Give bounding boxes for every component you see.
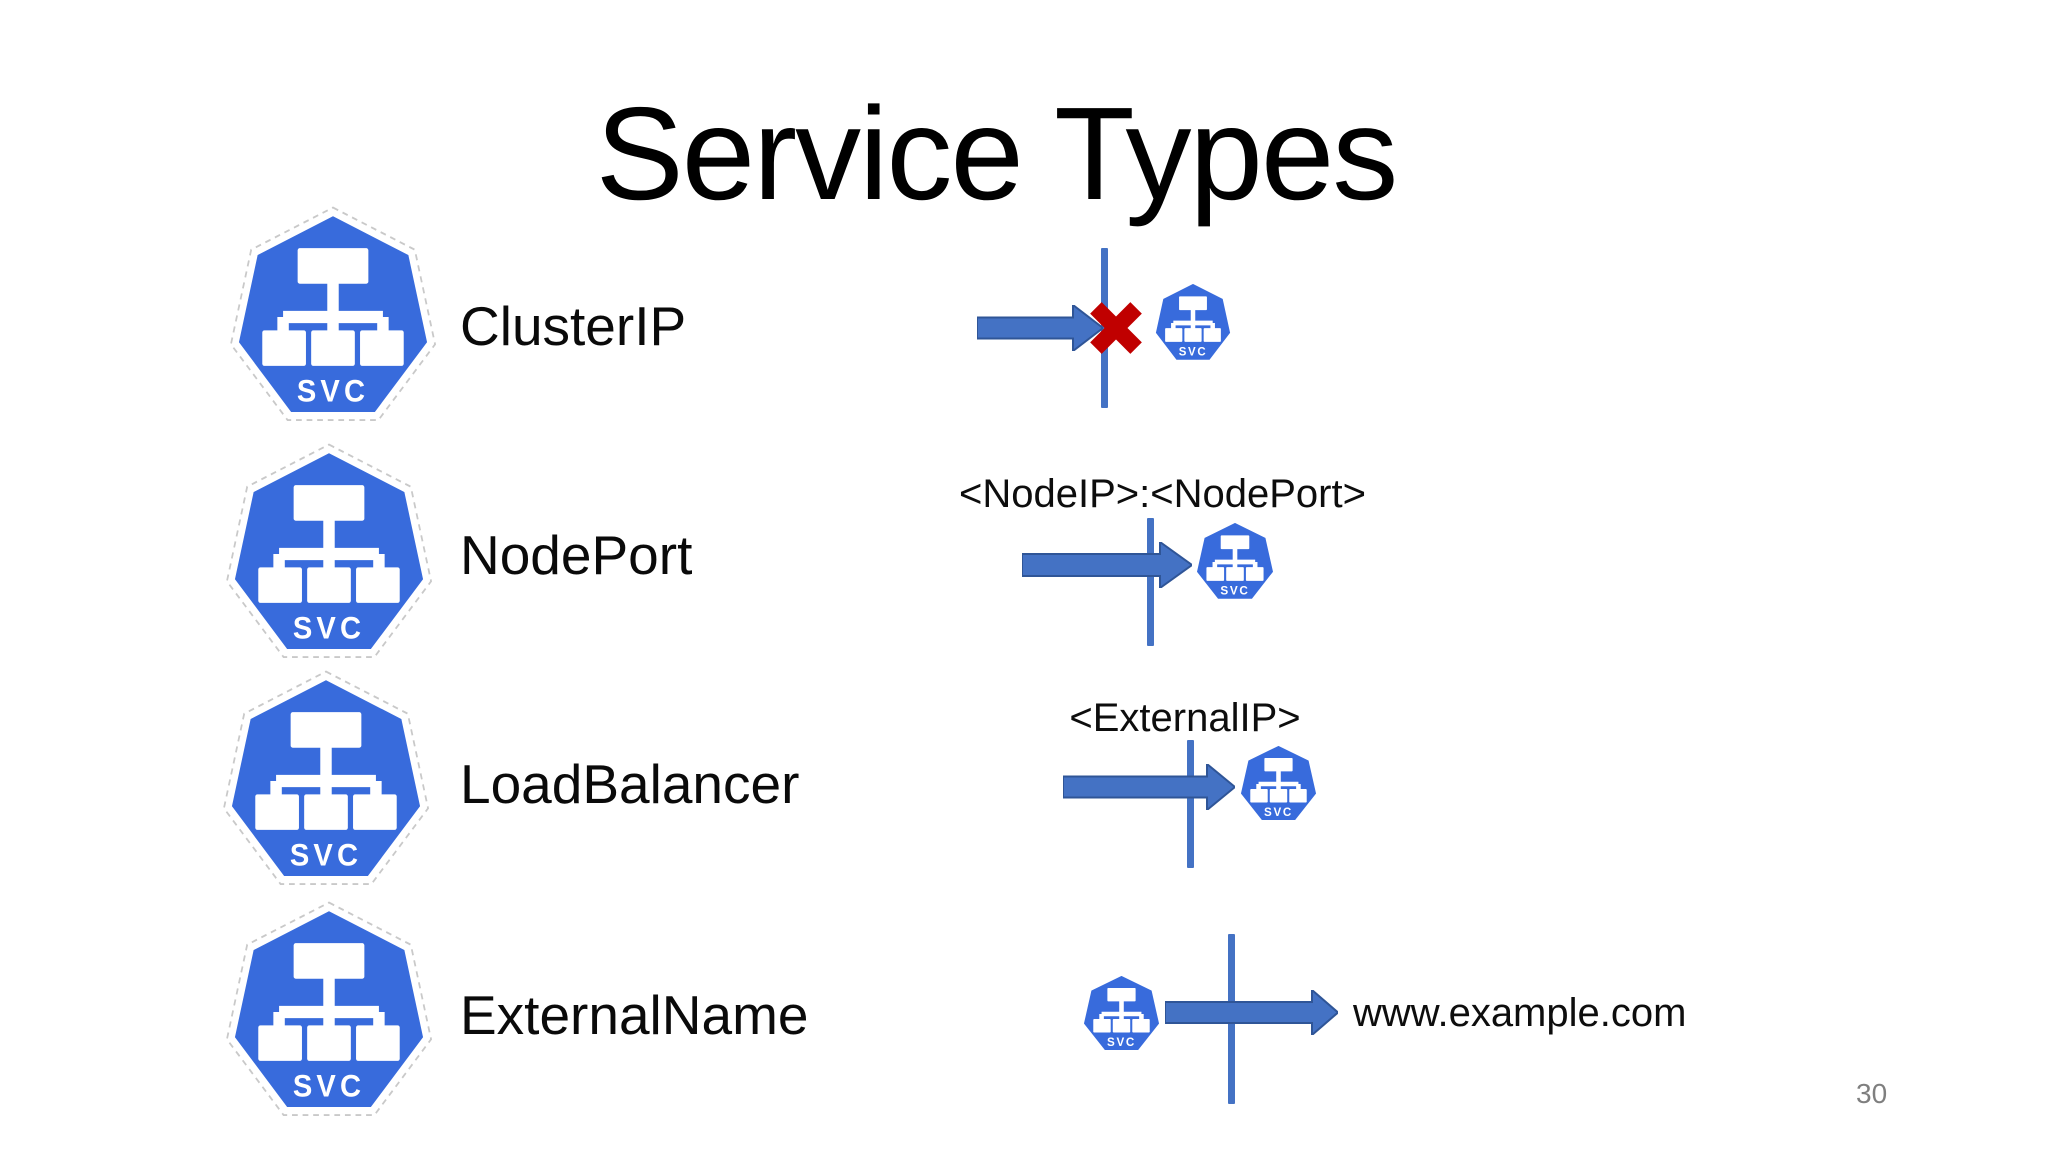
traffic-arrow-icon xyxy=(977,305,1103,351)
service-type-label-clusterip: ClusterIP xyxy=(460,295,687,357)
service-type-label-loadbalancer: LoadBalancer xyxy=(460,753,800,815)
svc-icon-text: SVC xyxy=(293,612,365,646)
kubernetes-svc-icon: SVC xyxy=(229,206,437,422)
svc-icon-text: SVC xyxy=(1179,345,1207,358)
kubernetes-svc-icon: SVC xyxy=(225,901,433,1117)
traffic-arrow-icon xyxy=(1022,542,1192,588)
kubernetes-svc-icon-small: SVC xyxy=(1195,521,1275,601)
kubernetes-svc-icon-small: SVC xyxy=(1239,744,1318,822)
svc-icon-text: SVC xyxy=(290,839,362,873)
svc-icon-text: SVC xyxy=(1220,584,1249,598)
service-type-label-externalname: ExternalName xyxy=(460,984,809,1046)
nodeport-address-annotation: <NodeIP>:<NodePort> xyxy=(959,472,1366,516)
svc-icon-text: SVC xyxy=(1107,1036,1136,1049)
cluster-boundary-line xyxy=(1187,740,1194,868)
page-number: 30 xyxy=(1856,1078,1888,1109)
cluster-boundary-line xyxy=(1101,248,1108,408)
svc-icon-text: SVC xyxy=(297,375,369,409)
kubernetes-svc-icon: SVC xyxy=(225,443,433,659)
kubernetes-svc-icon: SVC xyxy=(222,670,430,886)
kubernetes-svc-icon-small: SVC xyxy=(1082,974,1161,1052)
cluster-boundary-line xyxy=(1147,518,1154,646)
blocked-x-icon xyxy=(1090,302,1142,354)
svc-icon-text: SVC xyxy=(1264,806,1293,819)
external-domain-text: www.example.com xyxy=(1353,990,1687,1035)
slide-title: Service Types xyxy=(595,80,1399,227)
service-type-label-nodeport: NodePort xyxy=(460,524,693,586)
kubernetes-svc-icon-small: SVC xyxy=(1154,282,1232,362)
traffic-arrow-icon xyxy=(1063,764,1235,810)
svc-icon-text: SVC xyxy=(293,1070,365,1104)
externalip-annotation: <ExternalIP> xyxy=(1069,696,1301,740)
traffic-arrow-icon xyxy=(1165,990,1338,1035)
